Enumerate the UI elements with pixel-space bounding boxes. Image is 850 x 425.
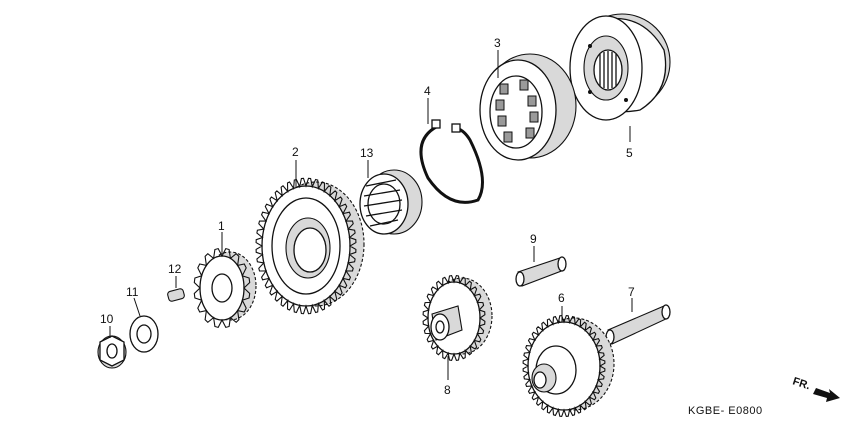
part-1-gear-teeth (193, 247, 251, 329)
callout-10: 10 (100, 312, 114, 326)
callout-12: 12 (168, 262, 182, 276)
part-12-key[interactable] (167, 288, 185, 302)
front-direction-indicator: FR. (791, 375, 840, 402)
callout-2: 2 (292, 145, 299, 159)
callout-6: 6 (558, 291, 565, 305)
part-6-idle-gear[interactable] (527, 317, 615, 411)
diagram-code: KGBE- E0800 (688, 405, 763, 417)
part-3-one-way-clutch[interactable] (479, 53, 577, 161)
part-2-driven-gear[interactable] (261, 181, 365, 307)
callout-4: 4 (424, 84, 431, 98)
part-6-gear-teeth (522, 315, 606, 417)
callouts: 1 2 3 4 5 6 7 8 9 10 11 12 13 (100, 36, 635, 397)
front-arrow-icon (813, 388, 840, 402)
part-2-gear-teeth (255, 177, 357, 315)
leader-lines (109, 50, 633, 380)
part-13-needle-bearing[interactable] (359, 169, 423, 235)
callout-8: 8 (444, 383, 451, 397)
callout-5: 5 (626, 146, 633, 160)
callout-7: 7 (628, 285, 635, 299)
callout-13: 13 (360, 146, 374, 160)
part-8-gear-teeth (422, 274, 486, 362)
callout-3: 3 (494, 36, 501, 50)
part-9-shaft[interactable] (515, 256, 567, 287)
part-1-drive-gear[interactable] (199, 251, 257, 321)
callout-9: 9 (530, 232, 537, 246)
part-11-washer[interactable] (129, 315, 159, 353)
part-7-shaft[interactable] (605, 304, 671, 345)
part-4-snap-ring[interactable] (419, 119, 484, 204)
callout-1: 1 (218, 219, 225, 233)
part-5-clutch-housing[interactable] (569, 13, 671, 121)
callout-11: 11 (126, 285, 139, 299)
fr-label: FR. (791, 375, 812, 392)
part-10-flange-nut[interactable] (97, 335, 127, 369)
